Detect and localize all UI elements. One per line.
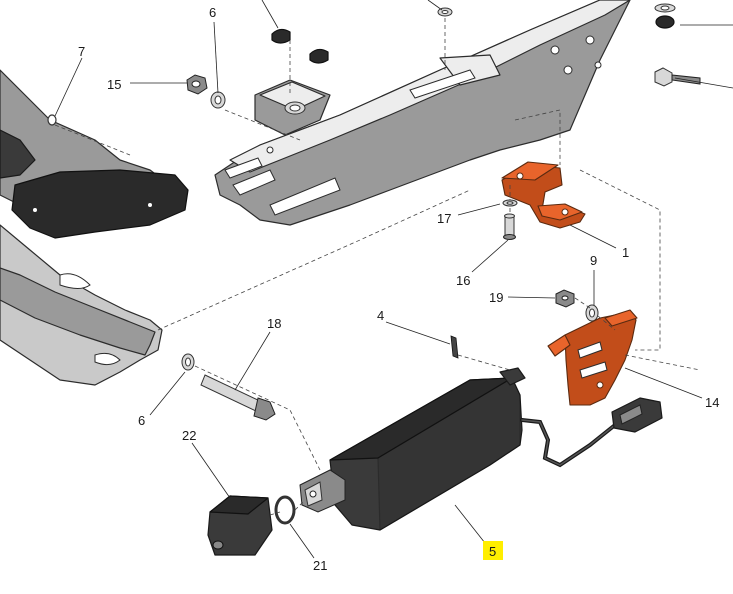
bolt-18 — [200, 374, 276, 421]
callout-labels: 6 7 15 17 1 16 9 19 4 18 14 6 22 5 21 — [78, 5, 719, 573]
washer-6a — [210, 91, 226, 109]
nut-15 — [186, 74, 208, 95]
callout-15: 15 — [107, 77, 121, 92]
callout-22: 22 — [182, 428, 196, 443]
cap-22 — [207, 495, 273, 556]
callout-6-top: 6 — [209, 5, 216, 20]
rubber-plug-a — [271, 28, 291, 44]
washer-17 — [502, 199, 518, 207]
main-frame — [214, 0, 631, 226]
callout-16: 16 — [456, 273, 470, 288]
callout-9: 9 — [590, 253, 597, 268]
callout-6-bottom: 6 — [138, 413, 145, 428]
orange-bracket-1 — [501, 161, 586, 229]
callout-19: 19 — [489, 290, 503, 305]
left-bracket-lower — [0, 224, 163, 386]
callout-4: 4 — [377, 308, 384, 323]
nut-19 — [555, 289, 575, 308]
washer-6b — [181, 353, 195, 371]
left-bracket-upper — [0, 69, 189, 239]
washer-9 — [585, 304, 599, 322]
actuator-5 — [299, 367, 663, 531]
assembly-lines — [54, 18, 701, 516]
callout-5: 5 — [489, 544, 496, 559]
pin-4 — [450, 335, 459, 359]
rubber-plug-b — [309, 48, 329, 64]
o-ring-21 — [274, 495, 296, 525]
washer-top — [437, 7, 453, 17]
callout-1: 1 — [622, 245, 629, 260]
bolt-16 — [503, 213, 516, 240]
nut-top-right — [654, 3, 676, 29]
callout-5-highlight — [483, 541, 503, 560]
leader-lines — [54, 0, 733, 559]
callout-18: 18 — [267, 316, 281, 331]
callout-17: 17 — [437, 211, 451, 226]
small-ring-7 — [47, 114, 57, 126]
callout-7: 7 — [78, 44, 85, 59]
callout-21: 21 — [313, 558, 327, 573]
bolt-top-right — [654, 67, 701, 87]
orange-bracket-14 — [547, 309, 638, 406]
callout-14: 14 — [705, 395, 719, 410]
